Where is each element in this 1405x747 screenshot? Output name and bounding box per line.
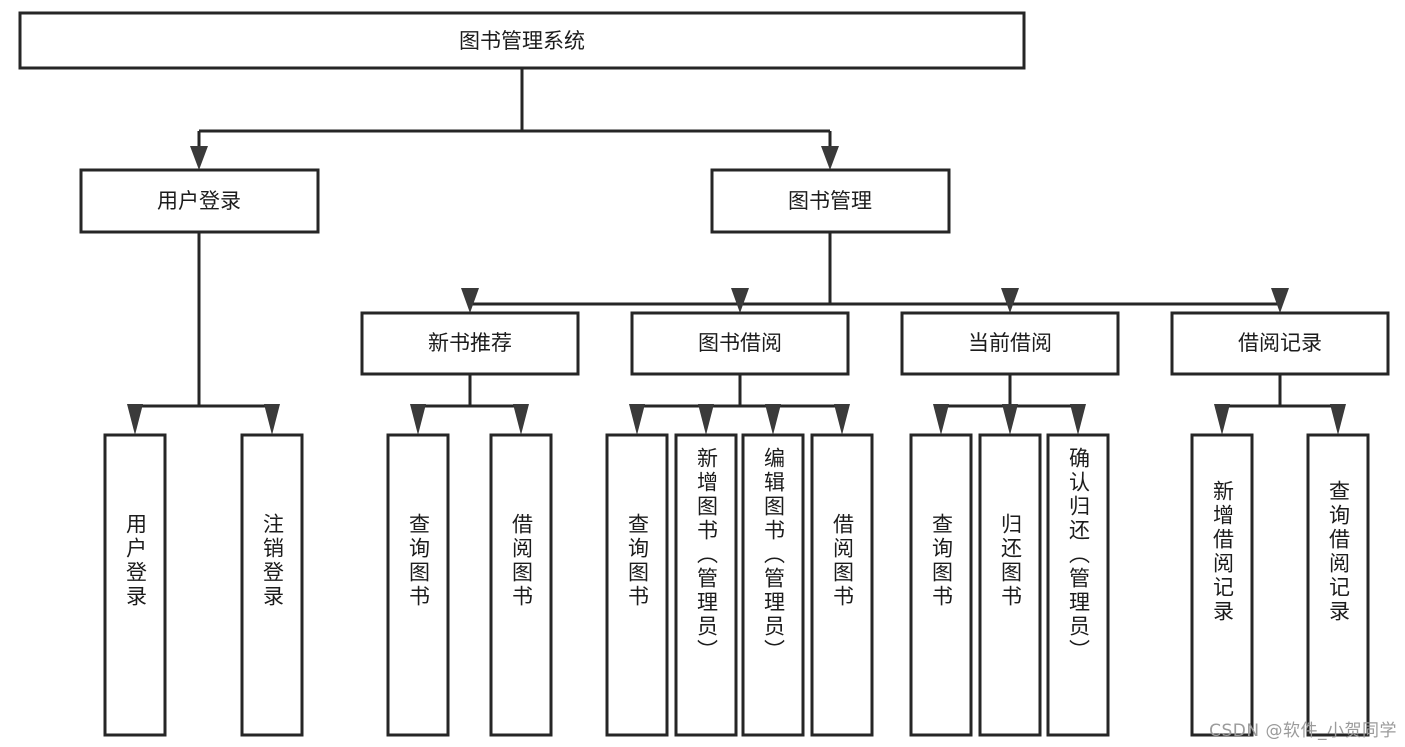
arrow-leaf-logout-login: [264, 404, 280, 435]
node-borrow-record[interactable]: 借阅记录: [1170, 311, 1390, 376]
leaf-box-borrow-book-1[interactable]: [489, 433, 553, 737]
node-root-box[interactable]: [18, 11, 1026, 70]
csdn-watermark: CSDN @软件_小贺同学: [1209, 721, 1397, 741]
node-book-borrow[interactable]: 图书借阅: [630, 311, 850, 376]
node-root-label: 图书管理系统: [459, 29, 585, 53]
leaf-box-query-record[interactable]: [1306, 433, 1370, 737]
arrow-leaf-confirm-return: [1070, 404, 1086, 435]
connector-group-userlogin-leaves: [127, 232, 280, 435]
leaf-box-user-login[interactable]: [103, 433, 167, 737]
leaf-box-return-book[interactable]: [978, 433, 1042, 737]
arrow-to-borrow-record: [1271, 288, 1289, 313]
node-book-manage-label: 图书管理: [788, 189, 872, 213]
connector-group-bookborrow-leaves: [629, 374, 850, 435]
node-book-manage[interactable]: 图书管理: [710, 168, 951, 234]
leaf-box-query-book-2[interactable]: [605, 433, 669, 737]
leaf-box-add-book[interactable]: [674, 433, 738, 737]
connector-group-bookmanage-to-level3: [461, 232, 1289, 313]
arrow-leaf-user-login: [127, 404, 143, 435]
node-current-borrow-label: 当前借阅: [968, 331, 1052, 355]
arrow-to-book-borrow: [731, 288, 749, 313]
arrow-leaf-query-book-1: [410, 404, 426, 435]
node-user-login-box[interactable]: [79, 168, 320, 234]
node-new-book-recommend-box[interactable]: [360, 311, 580, 376]
leaf-box-logout-login[interactable]: [240, 433, 304, 737]
node-current-borrow-box[interactable]: [900, 311, 1120, 376]
connector-group-newbook-leaves: [410, 374, 529, 435]
node-user-login-label: 用户登录: [157, 189, 241, 213]
arrow-leaf-borrow-book-2: [834, 404, 850, 435]
leaf-box-query-book-1[interactable]: [386, 433, 450, 737]
node-book-borrow-label: 图书借阅: [698, 331, 782, 355]
arrow-to-new-book-recommend: [461, 288, 479, 313]
arrow-leaf-query-book-2: [629, 404, 645, 435]
leaf-box-borrow-book-2[interactable]: [810, 433, 874, 737]
node-borrow-record-box[interactable]: [1170, 311, 1390, 376]
arrow-leaf-add-book: [698, 404, 714, 435]
arrow-leaf-query-book-3: [933, 404, 949, 435]
arrow-leaf-add-record: [1214, 404, 1230, 435]
connector-group-root-to-level2: [190, 68, 839, 170]
connector-group-currentborrow-leaves: [933, 374, 1086, 435]
leaf-box-add-record[interactable]: [1190, 433, 1254, 737]
connector-group-borrowrecord-leaves: [1214, 374, 1346, 435]
node-borrow-record-label: 借阅记录: [1238, 331, 1322, 355]
leaf-box-query-book-3[interactable]: [909, 433, 973, 737]
node-user-login[interactable]: 用户登录: [79, 168, 320, 234]
node-new-book-recommend[interactable]: 新书推荐: [360, 311, 580, 376]
node-current-borrow[interactable]: 当前借阅: [900, 311, 1120, 376]
arrow-leaf-borrow-book-1: [513, 404, 529, 435]
leaf-box-confirm-return[interactable]: [1046, 433, 1110, 737]
arrow-to-current-borrow: [1001, 288, 1019, 313]
arrow-leaf-return-book: [1002, 404, 1018, 435]
node-root[interactable]: 图书管理系统: [18, 11, 1026, 70]
arrow-to-user-login: [190, 146, 208, 170]
leaf-box-edit-book[interactable]: [741, 433, 805, 737]
node-new-book-recommend-label: 新书推荐: [428, 331, 512, 355]
arrow-to-book-manage: [821, 146, 839, 170]
node-book-borrow-box[interactable]: [630, 311, 850, 376]
node-book-manage-box[interactable]: [710, 168, 951, 234]
arrow-leaf-query-record: [1330, 404, 1346, 435]
arrow-leaf-edit-book: [765, 404, 781, 435]
